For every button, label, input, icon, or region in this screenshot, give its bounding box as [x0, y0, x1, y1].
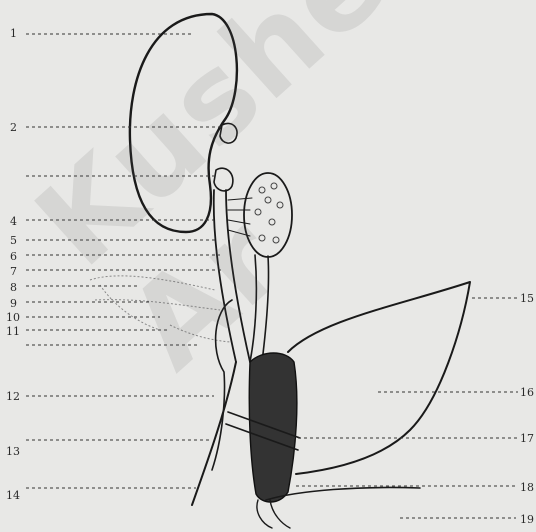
label-19: 19 — [520, 514, 534, 525]
left-leader-lines — [26, 34, 222, 488]
label-15: 15 — [520, 293, 534, 304]
label-11: 11 — [6, 326, 20, 337]
label-16: 16 — [520, 387, 534, 398]
label-6: 6 — [10, 251, 17, 262]
connecting-fibres — [228, 198, 252, 236]
label-13: 13 — [6, 446, 20, 457]
oval-gland — [244, 173, 292, 257]
leaf-organ — [288, 282, 470, 474]
neck-knob-lower — [214, 168, 233, 191]
base-roots — [257, 500, 290, 528]
label-9: 9 — [10, 298, 17, 309]
gland-duct-left — [250, 255, 256, 362]
label-17: 17 — [520, 433, 534, 444]
label-1: 1 — [10, 28, 17, 39]
label-10: 10 — [6, 312, 20, 323]
label-5: 5 — [10, 235, 17, 246]
upper-organ-outline — [130, 14, 237, 232]
label-2: 2 — [10, 122, 17, 133]
gland-duct-right — [262, 256, 269, 362]
label-8: 8 — [10, 282, 17, 293]
neck-knob-upper — [220, 123, 237, 143]
label-18: 18 — [520, 482, 534, 493]
label-7: 7 — [10, 266, 17, 277]
label-12: 12 — [6, 391, 20, 402]
long-lower-duct — [192, 362, 236, 505]
label-14: 14 — [6, 490, 20, 501]
label-4: 4 — [10, 216, 17, 227]
